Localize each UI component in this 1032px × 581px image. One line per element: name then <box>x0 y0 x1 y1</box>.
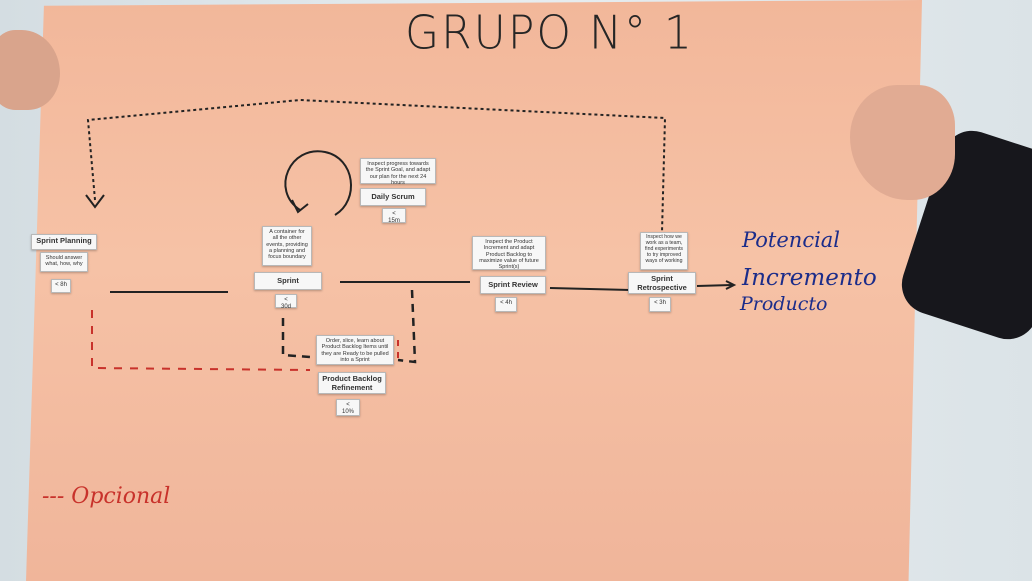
timeline-3 <box>549 287 631 291</box>
sprint-planning-desc: Should answer what, how, why <box>40 252 88 272</box>
legend-opcional: --- Opcional <box>42 484 171 509</box>
right-hand <box>850 85 955 200</box>
sprint-time: < 30d <box>275 294 297 310</box>
optional-red-path <box>91 310 311 371</box>
refinement-desc: Order, slice, learn about Product Backlo… <box>316 335 394 365</box>
sprint-desc: A container for all the other events, pr… <box>262 226 312 266</box>
poster-paper <box>26 0 922 581</box>
loop-arrowhead <box>85 194 105 209</box>
increment-arrowhead <box>725 280 737 290</box>
outcome-potencial: Potencial <box>742 228 841 252</box>
poster-title: GRUPO N° 1 <box>405 6 694 61</box>
daily-scrum-desc: Inspect progress towards the Sprint Goal… <box>360 158 436 186</box>
sprint-planning-time: < 8h <box>51 279 71 293</box>
daily-scrum-time: < 15m <box>382 208 406 224</box>
outcome-producto: Producto <box>740 293 828 315</box>
increment-arrow <box>696 284 733 287</box>
refinement-bracket-right <box>397 289 417 364</box>
left-hand <box>0 30 60 110</box>
daily-scrum-name: Daily Scrum <box>360 188 426 206</box>
sprint-review-time: < 4h <box>495 297 517 312</box>
sprint-retro-time: < 3h <box>649 297 671 312</box>
daily-loop-arrowhead <box>291 199 309 214</box>
outcome-incremento: Incremento <box>742 265 877 291</box>
daily-loop-circle <box>284 150 352 216</box>
sprint-review-desc: Inspect the Product Increment and adapt … <box>472 236 546 270</box>
sprint-retro-name: Sprint Retrospective <box>628 272 696 294</box>
sprint-review-name: Sprint Review <box>480 276 546 294</box>
sprint-name: Sprint <box>254 272 322 290</box>
refinement-time: < 10% <box>336 399 360 416</box>
refinement-name: Product Backlog Refinement <box>318 372 386 394</box>
sprint-retro-desc: Inspect how we work as a team, find expe… <box>640 232 688 270</box>
loop-arrow-line <box>86 98 667 233</box>
refinement-bracket <box>281 318 311 359</box>
sprint-planning-name: Sprint Planning <box>31 234 97 250</box>
